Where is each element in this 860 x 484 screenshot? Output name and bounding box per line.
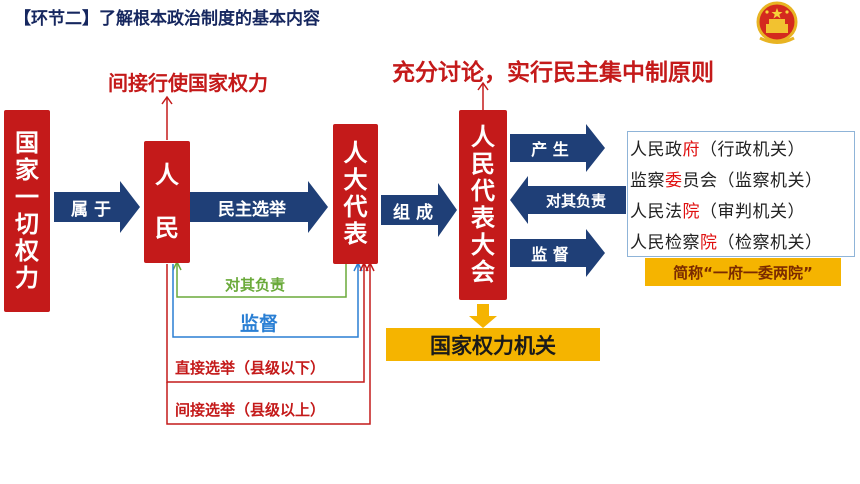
belong-arrow-label: 属 于 — [71, 199, 111, 220]
indirect-power-connector — [161, 95, 173, 140]
deputies-char: 人 — [343, 139, 368, 168]
congress-char: 会 — [471, 257, 495, 286]
congress-char: 民 — [471, 150, 495, 179]
feedback-responsible-label: 对其负责 — [225, 276, 286, 294]
people-box: 人 民 — [144, 141, 190, 263]
deputies-char: 大 — [343, 166, 368, 195]
organ-government: 人民政府（行政机关） — [630, 140, 805, 160]
state-power-box: 国 家 一 切 权 力 — [4, 110, 50, 312]
congress-box: 人 民 代 表 大 会 — [459, 110, 507, 300]
national-emblem-icon — [752, 0, 802, 48]
state-power-char: 一 — [15, 183, 39, 212]
compose-arrow-label: 组 成 — [393, 202, 433, 223]
indirect-power-label: 间接行使国家权力 — [108, 71, 268, 95]
state-power-char: 力 — [15, 263, 39, 292]
short-name-label: 简称“一府一委两院” — [645, 258, 841, 286]
belong-arrow — [54, 181, 140, 233]
organ-court: 人民法院（审判机关） — [630, 202, 805, 222]
compose-arrow — [381, 183, 457, 237]
responsible-arrow — [510, 176, 626, 224]
congress-char: 人 — [471, 123, 495, 152]
supervise-arrow — [510, 229, 605, 277]
indirect-election-label: 间接选举（县级以上） — [175, 401, 326, 419]
state-power-char: 权 — [15, 236, 39, 265]
organ-supervision: 监察委员会（监察机关） — [630, 171, 823, 191]
organ-procuratorate: 人民检察院（检察机关） — [630, 233, 823, 253]
state-power-char: 国 — [15, 129, 39, 158]
state-organ-arrow — [469, 304, 497, 328]
principle-connector — [477, 81, 489, 110]
congress-char: 大 — [471, 230, 495, 259]
state-power-organ-label: 国家权力机关 — [386, 328, 600, 361]
people-char: 人 — [155, 161, 179, 190]
congress-char: 代 — [471, 177, 495, 206]
state-power-char: 家 — [15, 156, 39, 185]
responsible-arrow-label: 对其负责 — [545, 191, 606, 210]
direct-election-label: 直接选举（县级以下） — [175, 359, 326, 377]
produce-arrow-label: 产 生 — [531, 140, 569, 159]
produce-arrow — [510, 124, 605, 172]
people-char: 民 — [155, 214, 179, 242]
deputies-char: 表 — [343, 219, 368, 248]
election-arrow-label: 民主选举 — [218, 199, 286, 220]
state-power-char: 切 — [15, 210, 39, 238]
feedback-supervise-label: 监督 — [240, 313, 279, 335]
principle-label: 充分讨论，实行民主集中制原则 — [392, 60, 714, 86]
deputies-char: 代 — [343, 193, 368, 221]
congress-char: 表 — [471, 204, 495, 232]
state-organs-list: 人民政府（行政机关） 监察委员会（监察机关） 人民法院（审判机关） 人民检察院（… — [627, 131, 855, 257]
election-arrow — [190, 181, 328, 233]
page-title: 【环节二】了解根本政治制度的基本内容 — [14, 9, 320, 29]
supervise-arrow-label: 监 督 — [531, 245, 569, 264]
deputies-box: 人 大 代 表 — [333, 124, 378, 264]
